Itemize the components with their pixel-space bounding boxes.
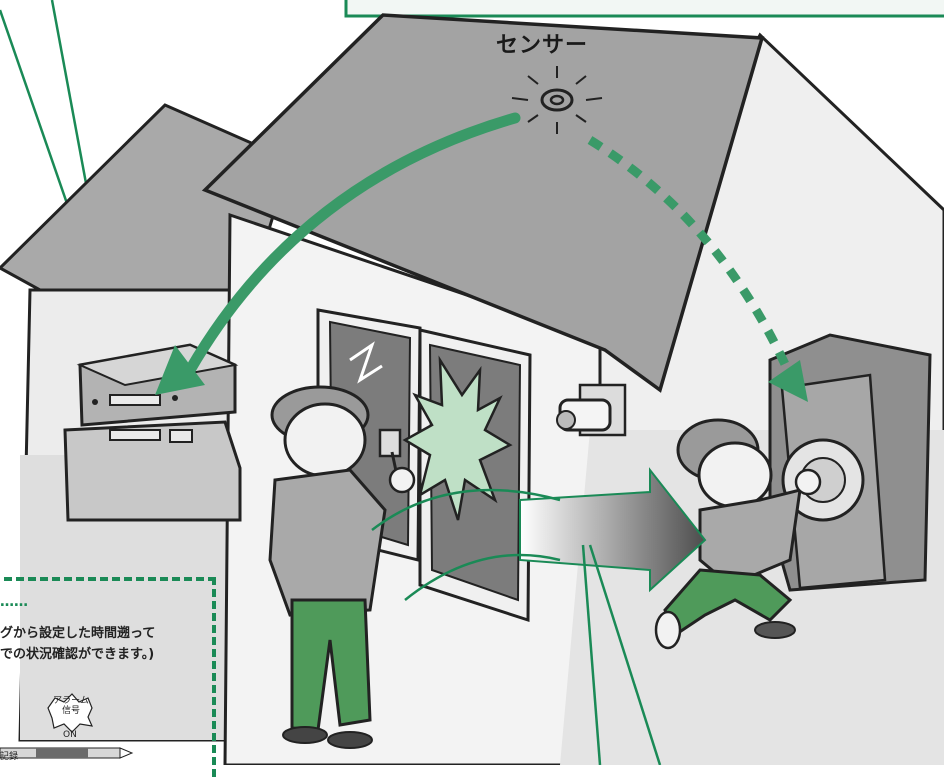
callout-text-line-1: グから設定した時間遡って	[0, 622, 155, 641]
alarm-badge-line-2: 信号	[48, 706, 94, 716]
alarm-badge-line-1: アラーム	[48, 696, 94, 706]
alarm-signal-badge: アラーム 信号	[48, 696, 94, 726]
callout-box	[0, 577, 216, 777]
sensor-label: センサー	[496, 27, 588, 59]
callout-text-line-2: での状況確認ができます。)	[0, 643, 154, 662]
callout-heading: ……	[0, 594, 28, 610]
recorder-devices	[65, 345, 240, 520]
record-label: 記録	[0, 749, 18, 762]
top-info-box	[346, 0, 944, 16]
alarm-on-label: ON	[63, 730, 77, 740]
